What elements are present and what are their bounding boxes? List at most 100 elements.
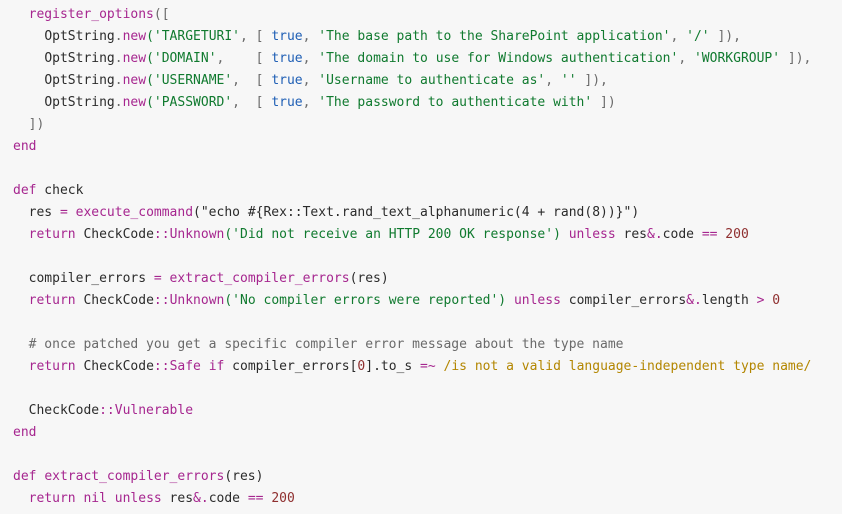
code-token: OptString [44,51,115,66]
code-token: new [122,95,147,110]
code-line: return nil unless res&.code == 200 [13,488,842,510]
code-token: :: [153,293,170,308]
code-line: return CheckCode::Unknown('Did not recei… [13,224,842,246]
code-token: OptString [44,29,115,44]
code-token: true [271,51,303,66]
code-token [13,51,44,66]
code-token: 'The base path to the SharePoint applica… [318,29,671,44]
code-token: 'WORKGROUP' [693,51,781,66]
code-token [13,73,44,88]
code-token: return [28,227,76,242]
code-token: ].to_s [365,359,421,374]
code-token: end [13,425,37,440]
code-token: compiler_errors[ [224,359,358,374]
code-line: ]) [13,114,842,136]
code-token [68,205,76,220]
code-line: OptString.new('USERNAME', [ true, 'Usern… [13,70,842,92]
code-token: def [13,183,37,198]
code-token: unless [568,227,616,242]
code-token [506,293,514,308]
code-line [13,378,842,400]
code-token: ('DOMAIN' [146,51,217,66]
code-token: new [122,73,147,88]
code-token: /is not a valid language-independent typ… [443,359,812,374]
code-token: CheckCode [13,403,100,418]
code-token: , [ [232,95,272,110]
code-token: CheckCode [75,293,154,308]
code-token: true [271,95,303,110]
code-token: 200 [263,491,295,506]
code-token: res [615,227,648,242]
code-line [13,246,842,268]
code-token: , [302,95,319,110]
code-token: Vulnerable [114,403,194,418]
code-token: ]) [13,117,45,132]
code-token: return [28,293,76,308]
code-token: res [161,491,194,506]
code-token: ]) [592,95,616,110]
code-token: length [701,293,757,308]
code-line: # once patched you get a specific compil… [13,334,842,356]
code-line: OptString.new('TARGETURI', [ true, 'The … [13,26,842,48]
code-line: OptString.new('PASSWORD', [ true, 'The p… [13,92,842,114]
code-token [13,7,29,22]
code-token: 200 [717,227,749,242]
code-token: , [ [240,29,272,44]
code-token: new [122,51,147,66]
code-token: unless [114,491,162,506]
code-token [13,227,29,242]
code-token: 'Username to authenticate as' [318,73,546,88]
code-token: compiler_errors [560,293,687,308]
code-line: register_options([ [13,4,842,26]
code-token: =~ [420,359,436,374]
code-token: end [13,139,37,154]
code-token: '/' [686,29,710,44]
code-token: , [670,29,687,44]
code-line [13,158,842,180]
code-token: , [302,51,319,66]
code-token: OptString [44,73,115,88]
code-token: , [ [216,51,272,66]
code-token: ]), [780,51,812,66]
code-token: . [114,95,123,110]
code-token: OptString [44,95,115,110]
code-token: . [114,29,123,44]
code-token: ([ [153,7,170,22]
code-token: 'The domain to use for Windows authentic… [318,51,679,66]
code-token: CheckCode [75,227,154,242]
code-token: 0 [357,359,366,374]
code-token: extract_compiler_errors [44,469,225,484]
code-token [13,95,44,110]
code-token: &. [647,227,663,242]
code-token: = [59,205,68,220]
code-token: nil [83,491,107,506]
code-token: == [247,491,264,506]
code-token: '' [560,73,577,88]
code-token: ]), [709,29,741,44]
code-token [13,29,44,44]
code-token: &. [686,293,702,308]
code-token: ]), [576,73,608,88]
code-token: ('Did not receive an HTTP 200 OK respons… [224,227,561,242]
code-line: end [13,136,842,158]
code-line: res = execute_command("echo #{Rex::Text.… [13,202,842,224]
code-token: , [302,29,319,44]
code-token: . [114,51,123,66]
code-line: def extract_compiler_errors(res) [13,466,842,488]
code-token: (res) [224,469,264,484]
code-token: Unknown [169,227,225,242]
code-token: , [ [232,73,272,88]
code-token: (res) [349,271,389,286]
code-token: # once patched you get a specific compil… [13,337,624,352]
code-token: execute_command [75,205,194,220]
code-line: return CheckCode::Safe if compiler_error… [13,356,842,378]
code-token: return [28,359,76,374]
code-line [13,312,842,334]
code-token: check [36,183,84,198]
code-line: compiler_errors = extract_compiler_error… [13,268,842,290]
code-token [107,491,115,506]
code-token: 0 [764,293,781,308]
code-line: end [13,422,842,444]
code-token [13,359,29,374]
